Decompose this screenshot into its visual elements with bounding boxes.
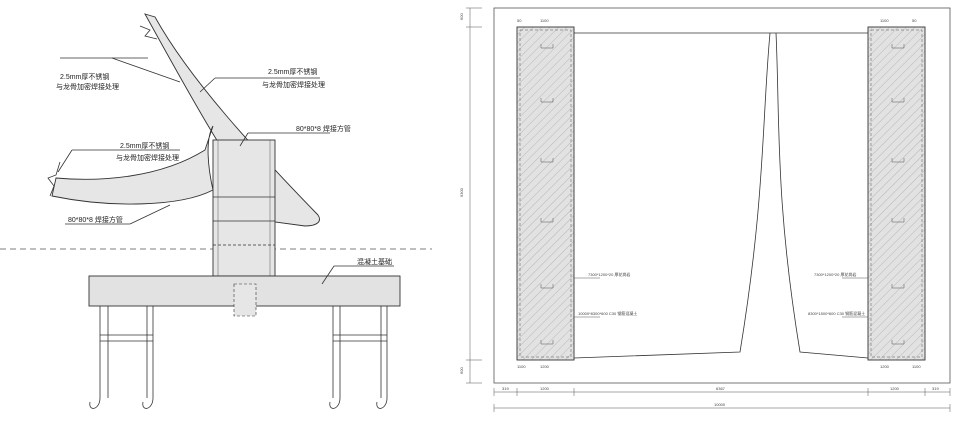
label-steel-top-right-1: 2.5mm厚不锈钢 bbox=[268, 67, 317, 76]
plan-drawing: 600 9300 600 7300*1200*20 厚花岗岩 10000*830… bbox=[459, 7, 951, 412]
column-brackets bbox=[540, 44, 905, 345]
corner-tl-a: 50 bbox=[517, 18, 522, 23]
upper-wing bbox=[144, 13, 320, 227]
corner-tl-b: 1100 bbox=[540, 18, 549, 23]
dim-total: 10000 bbox=[714, 402, 726, 407]
dim-bottom-1: 319 bbox=[502, 386, 509, 391]
dim-left-mid: 9300 bbox=[459, 187, 464, 197]
label-steel-top-left-2: 与龙骨加密焊接处理 bbox=[56, 82, 119, 91]
center-sculpture bbox=[573, 32, 869, 359]
dim-bottom-5: 319 bbox=[932, 386, 939, 391]
callout-right-b: 8300*1500*600 C30 钢筋混凝土 bbox=[808, 310, 865, 316]
left-column bbox=[516, 26, 575, 361]
lower-wing bbox=[51, 125, 214, 205]
pile-left bbox=[89, 306, 154, 409]
corner-tr-b: 50 bbox=[912, 18, 917, 23]
label-steel-mid-1: 2.5mm厚不锈钢 bbox=[120, 141, 169, 150]
label-steel-mid-2: 与龙骨加密焊接处理 bbox=[116, 153, 179, 162]
corner-tr-a: 1100 bbox=[880, 18, 889, 23]
label-steel-top-left-1: 2.5mm厚不锈钢 bbox=[60, 72, 109, 81]
right-column bbox=[867, 26, 926, 361]
callout-right-a: 7300*1200*20 厚花岗岩 bbox=[814, 271, 856, 277]
support-post bbox=[212, 139, 276, 277]
corner-bl-b: 1200 bbox=[540, 364, 550, 369]
dim-bottom-4: 1200 bbox=[890, 386, 900, 391]
label-tube-right: 80*80*8 焊接方管 bbox=[296, 124, 351, 133]
dim-left-top: 600 bbox=[459, 13, 464, 20]
dim-bottom-3: 6367 bbox=[716, 386, 726, 391]
callout-left-a: 7300*1200*20 厚花岗岩 bbox=[588, 271, 630, 277]
break-symbol-left bbox=[47, 161, 61, 197]
pile-right bbox=[329, 306, 388, 409]
corner-bl-a: 1100 bbox=[517, 364, 526, 369]
corner-br-b: 1100 bbox=[912, 364, 921, 369]
label-steel-top-right-2: 与龙骨加密焊接处理 bbox=[262, 80, 325, 89]
anchor-block bbox=[233, 283, 257, 317]
section-drawing: 2.5mm厚不锈钢 与龙骨加密焊接处理 2.5mm厚不锈钢 与龙骨加密焊接处理 … bbox=[0, 13, 432, 409]
callout-left-b: 10000*8300*600 C30 钢筋混凝土 bbox=[578, 310, 637, 316]
label-tube-left: 80*80*8 焊接方管 bbox=[68, 215, 123, 224]
break-symbol-top bbox=[139, 25, 158, 40]
dim-left-bottom: 600 bbox=[459, 367, 464, 374]
label-foundation: 混凝土基础 bbox=[357, 257, 392, 266]
dim-bottom-2: 1200 bbox=[540, 386, 550, 391]
corner-br-a: 1200 bbox=[880, 364, 890, 369]
